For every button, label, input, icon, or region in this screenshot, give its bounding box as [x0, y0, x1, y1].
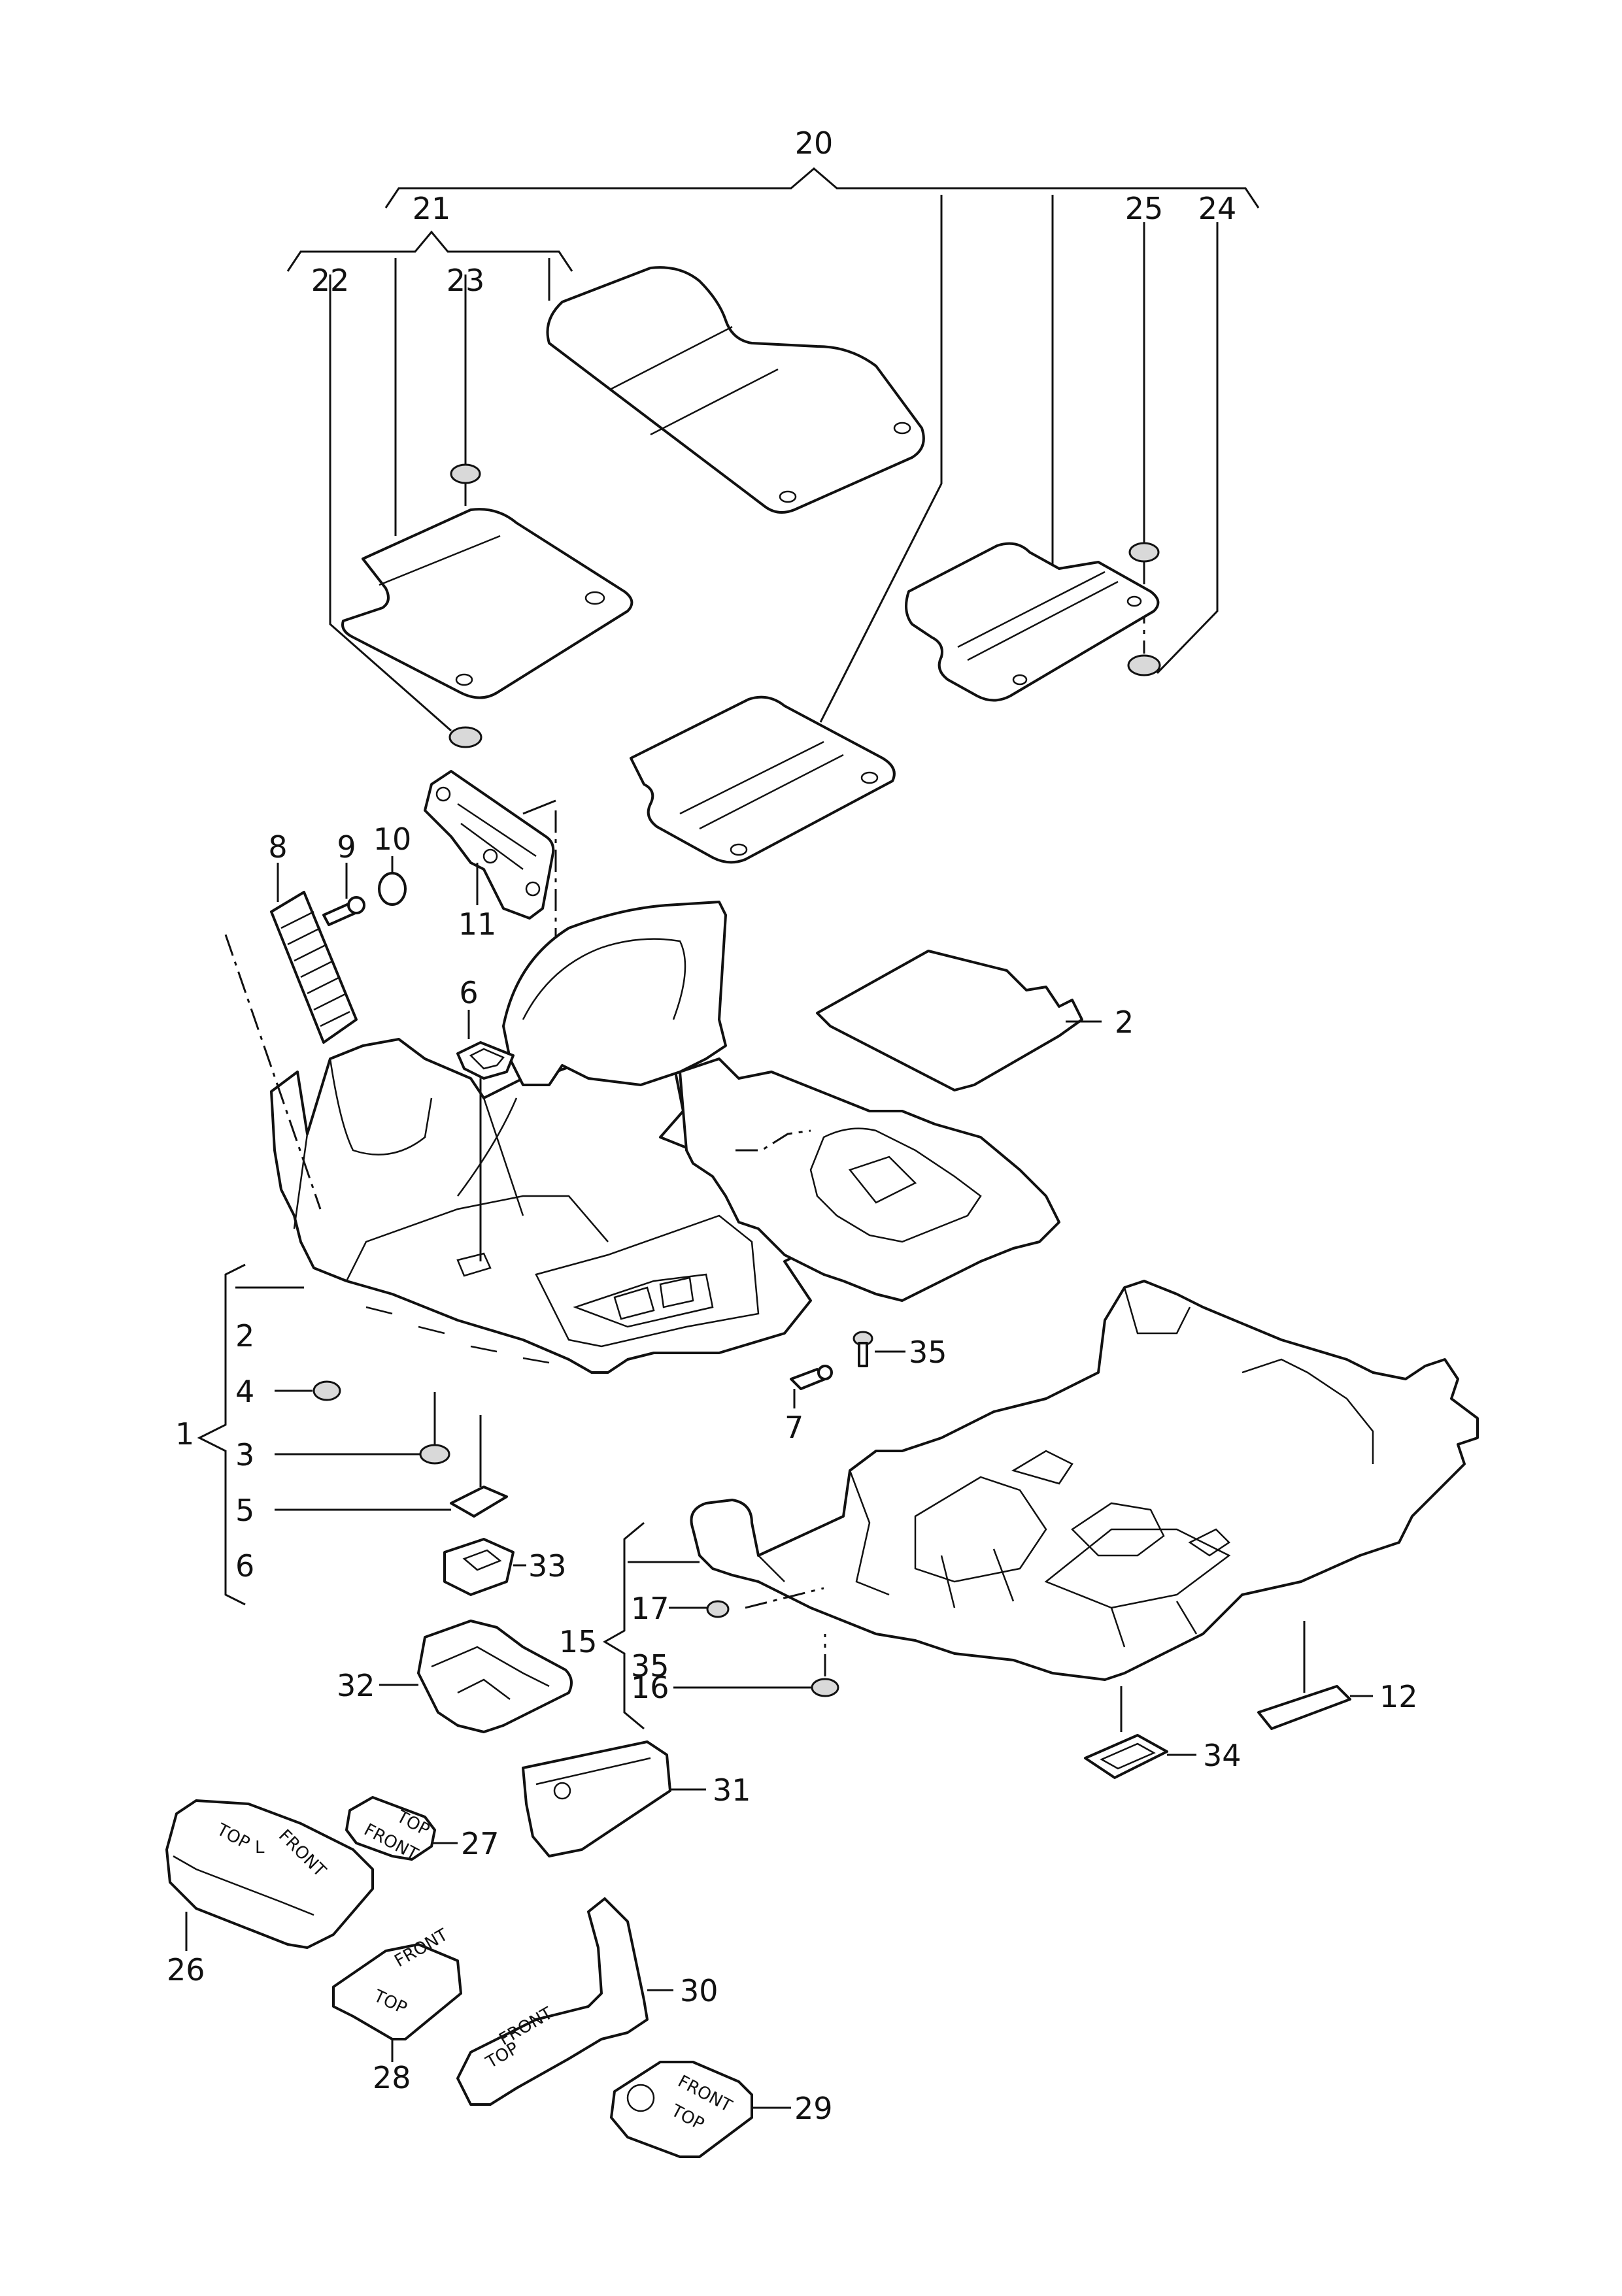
- part-6-clip-top: [456, 1041, 515, 1080]
- callout-10: 10: [373, 822, 412, 857]
- part-29-foam: FRONT TOP: [610, 2061, 753, 2158]
- callout-35-b: 35: [631, 1648, 669, 1684]
- callout-23: 23: [447, 263, 485, 298]
- callout-1: 1: [175, 1416, 194, 1452]
- callout-26: 26: [167, 1952, 205, 1988]
- callout-32: 32: [337, 1668, 375, 1703]
- part-5-pad: [450, 1486, 508, 1518]
- callout-12: 12: [1379, 1679, 1418, 1714]
- mat-clip-22: [448, 726, 482, 748]
- callout-2-left: 2: [235, 1318, 254, 1354]
- part-9-screw: [322, 896, 365, 926]
- part-17-nut: [706, 1600, 730, 1618]
- part-34-pad: [1084, 1734, 1168, 1779]
- part-33-block: [443, 1538, 515, 1596]
- part-10-plug: [378, 872, 407, 906]
- part-35-screw-a: [853, 1331, 873, 1367]
- part-12-strip: [1257, 1685, 1351, 1730]
- mat-clip-24: [1127, 654, 1161, 676]
- callout-8: 8: [268, 829, 287, 865]
- part-26-foam: TOP FRONT L: [165, 1799, 374, 1949]
- callout-24: 24: [1198, 191, 1237, 226]
- bracket-15: [603, 1522, 645, 1730]
- callout-28: 28: [373, 2060, 411, 2095]
- bracket-1: [197, 1263, 246, 1606]
- callout-25: 25: [1125, 191, 1164, 226]
- callout-29: 29: [794, 2091, 833, 2126]
- callout-labels: 20 21 22 23 25 24 8 9 10 11 6 2 1 2 4 3 …: [167, 125, 1418, 2126]
- marking-left-26: L: [255, 1838, 265, 1857]
- part-7-rivet: [790, 1365, 833, 1390]
- callout-34: 34: [1203, 1738, 1242, 1773]
- part-4-nut: [313, 1380, 341, 1401]
- bracket-21: [286, 230, 573, 272]
- callout-5: 5: [235, 1493, 254, 1528]
- part-28-foam: FRONT TOP: [332, 1925, 462, 2040]
- part-30-bracket: FRONT TOP: [456, 1897, 649, 2106]
- callout-20: 20: [795, 125, 834, 161]
- callout-27: 27: [461, 1826, 499, 1861]
- callout-6-left: 6: [235, 1548, 254, 1584]
- callout-35-a: 35: [909, 1335, 947, 1370]
- callout-7: 7: [785, 1410, 803, 1445]
- rear-floor-carpet-left: [502, 901, 1060, 1302]
- callout-4: 4: [235, 1374, 254, 1409]
- rear-left-floor-mat: [630, 695, 896, 864]
- bracket-20: [384, 167, 1260, 208]
- callout-17: 17: [631, 1591, 669, 1626]
- callout-31: 31: [713, 1772, 751, 1808]
- callout-11: 11: [458, 907, 497, 942]
- part-3-clip: [419, 1444, 450, 1465]
- part-8-panel: [270, 891, 358, 1044]
- callout-21: 21: [413, 191, 451, 226]
- part-11-bracket: [424, 770, 555, 920]
- callout-22: 22: [311, 263, 350, 298]
- mat-clip-25: [1128, 542, 1160, 563]
- callout-6-top: 6: [459, 975, 478, 1010]
- callout-3: 3: [235, 1437, 254, 1472]
- callout-33: 33: [528, 1548, 567, 1584]
- callout-15: 15: [559, 1624, 598, 1659]
- callout-16: 16: [631, 1670, 669, 1705]
- callout-2-right: 2: [1115, 1005, 1134, 1040]
- mat-clip-23-top: [450, 463, 481, 484]
- front-right-floor-mat: [341, 508, 634, 699]
- callout-30: 30: [680, 1973, 718, 2008]
- part-16-clip: [811, 1678, 839, 1697]
- part-31-foam: [522, 1740, 671, 1857]
- rear-floor-carpet: [690, 1280, 1479, 1681]
- part-2-mat: [816, 950, 1083, 1091]
- front-left-floor-mat: [546, 266, 925, 514]
- callout-9: 9: [337, 829, 356, 865]
- rear-right-floor-mat: [905, 542, 1160, 702]
- part-32-foam: [417, 1620, 573, 1733]
